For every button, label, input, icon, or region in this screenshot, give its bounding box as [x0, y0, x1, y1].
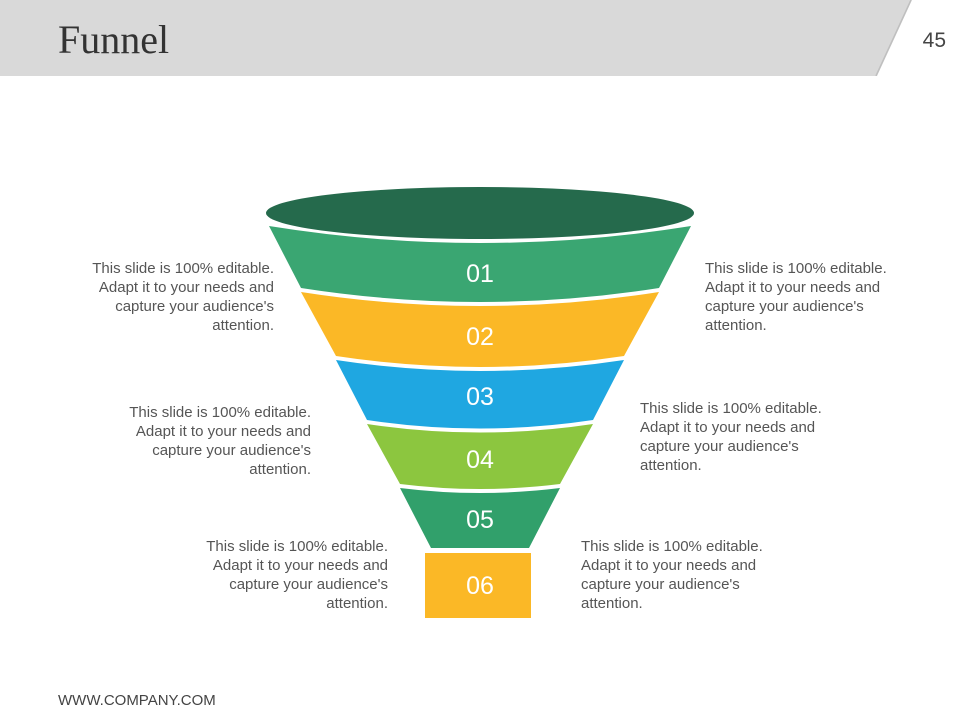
description-right-3: This slide is 100% editable. Adapt it to…	[581, 538, 763, 612]
funnel-stage-6	[425, 553, 531, 618]
stage-label-1: 01	[466, 260, 494, 288]
stage-label-5: 05	[466, 506, 494, 534]
funnel-stage-2	[301, 292, 659, 367]
slide-title: Funnel	[58, 17, 170, 62]
funnel-stage-3	[336, 360, 624, 429]
stage-label-6: 06	[466, 572, 494, 600]
stage-label-2: 02	[466, 323, 494, 351]
description-left-3: This slide is 100% editable. Adapt it to…	[206, 538, 388, 612]
page-number: 45	[922, 29, 946, 52]
stage-label-3: 03	[466, 383, 494, 411]
funnel-stage-4	[367, 424, 593, 489]
description-left-1: This slide is 100% editable. Adapt it to…	[92, 260, 274, 334]
description-right-2: This slide is 100% editable. Adapt it to…	[640, 400, 822, 474]
footer-website: WWW.COMPANY.COM	[58, 692, 216, 709]
stage-label-4: 04	[466, 446, 494, 474]
header-background	[0, 0, 960, 76]
header-bar: Funnel 45	[0, 0, 960, 76]
funnel-stage-1	[269, 226, 691, 302]
description-left-2: This slide is 100% editable. Adapt it to…	[129, 404, 311, 478]
description-right-1: This slide is 100% editable. Adapt it to…	[705, 260, 887, 334]
funnel-top-opening	[266, 187, 694, 239]
funnel-stage-5	[400, 488, 560, 548]
